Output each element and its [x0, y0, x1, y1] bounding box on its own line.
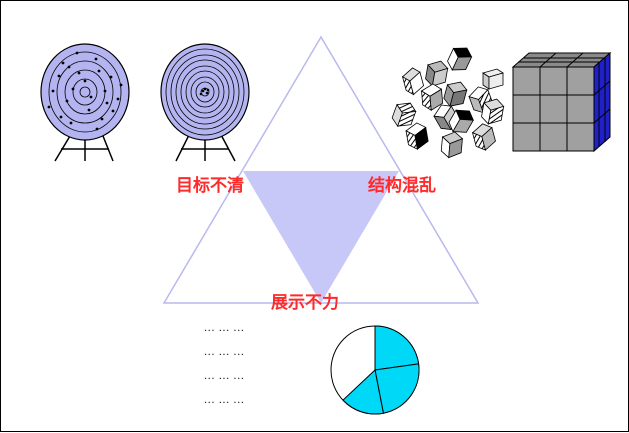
scattered-cubes-icon [391, 47, 505, 159]
label-poor-presentation: 展示不力 [271, 293, 339, 313]
rubiks-cube-icon [511, 51, 612, 153]
inner-triangle [243, 171, 399, 303]
label-structure-chaos: 结构混乱 [368, 176, 436, 196]
label-unclear-goals: 目标不清 [176, 176, 244, 196]
placeholder-line: ... ... ... [204, 347, 245, 358]
placeholder-line: ... ... ... [204, 371, 245, 382]
placeholder-line: ... ... ... [204, 395, 245, 406]
placeholder-line: ... ... ... [204, 323, 245, 334]
scattered-target-icon [40, 43, 130, 162]
pie-chart-icon [330, 325, 420, 415]
concentric-target-icon [160, 43, 250, 162]
